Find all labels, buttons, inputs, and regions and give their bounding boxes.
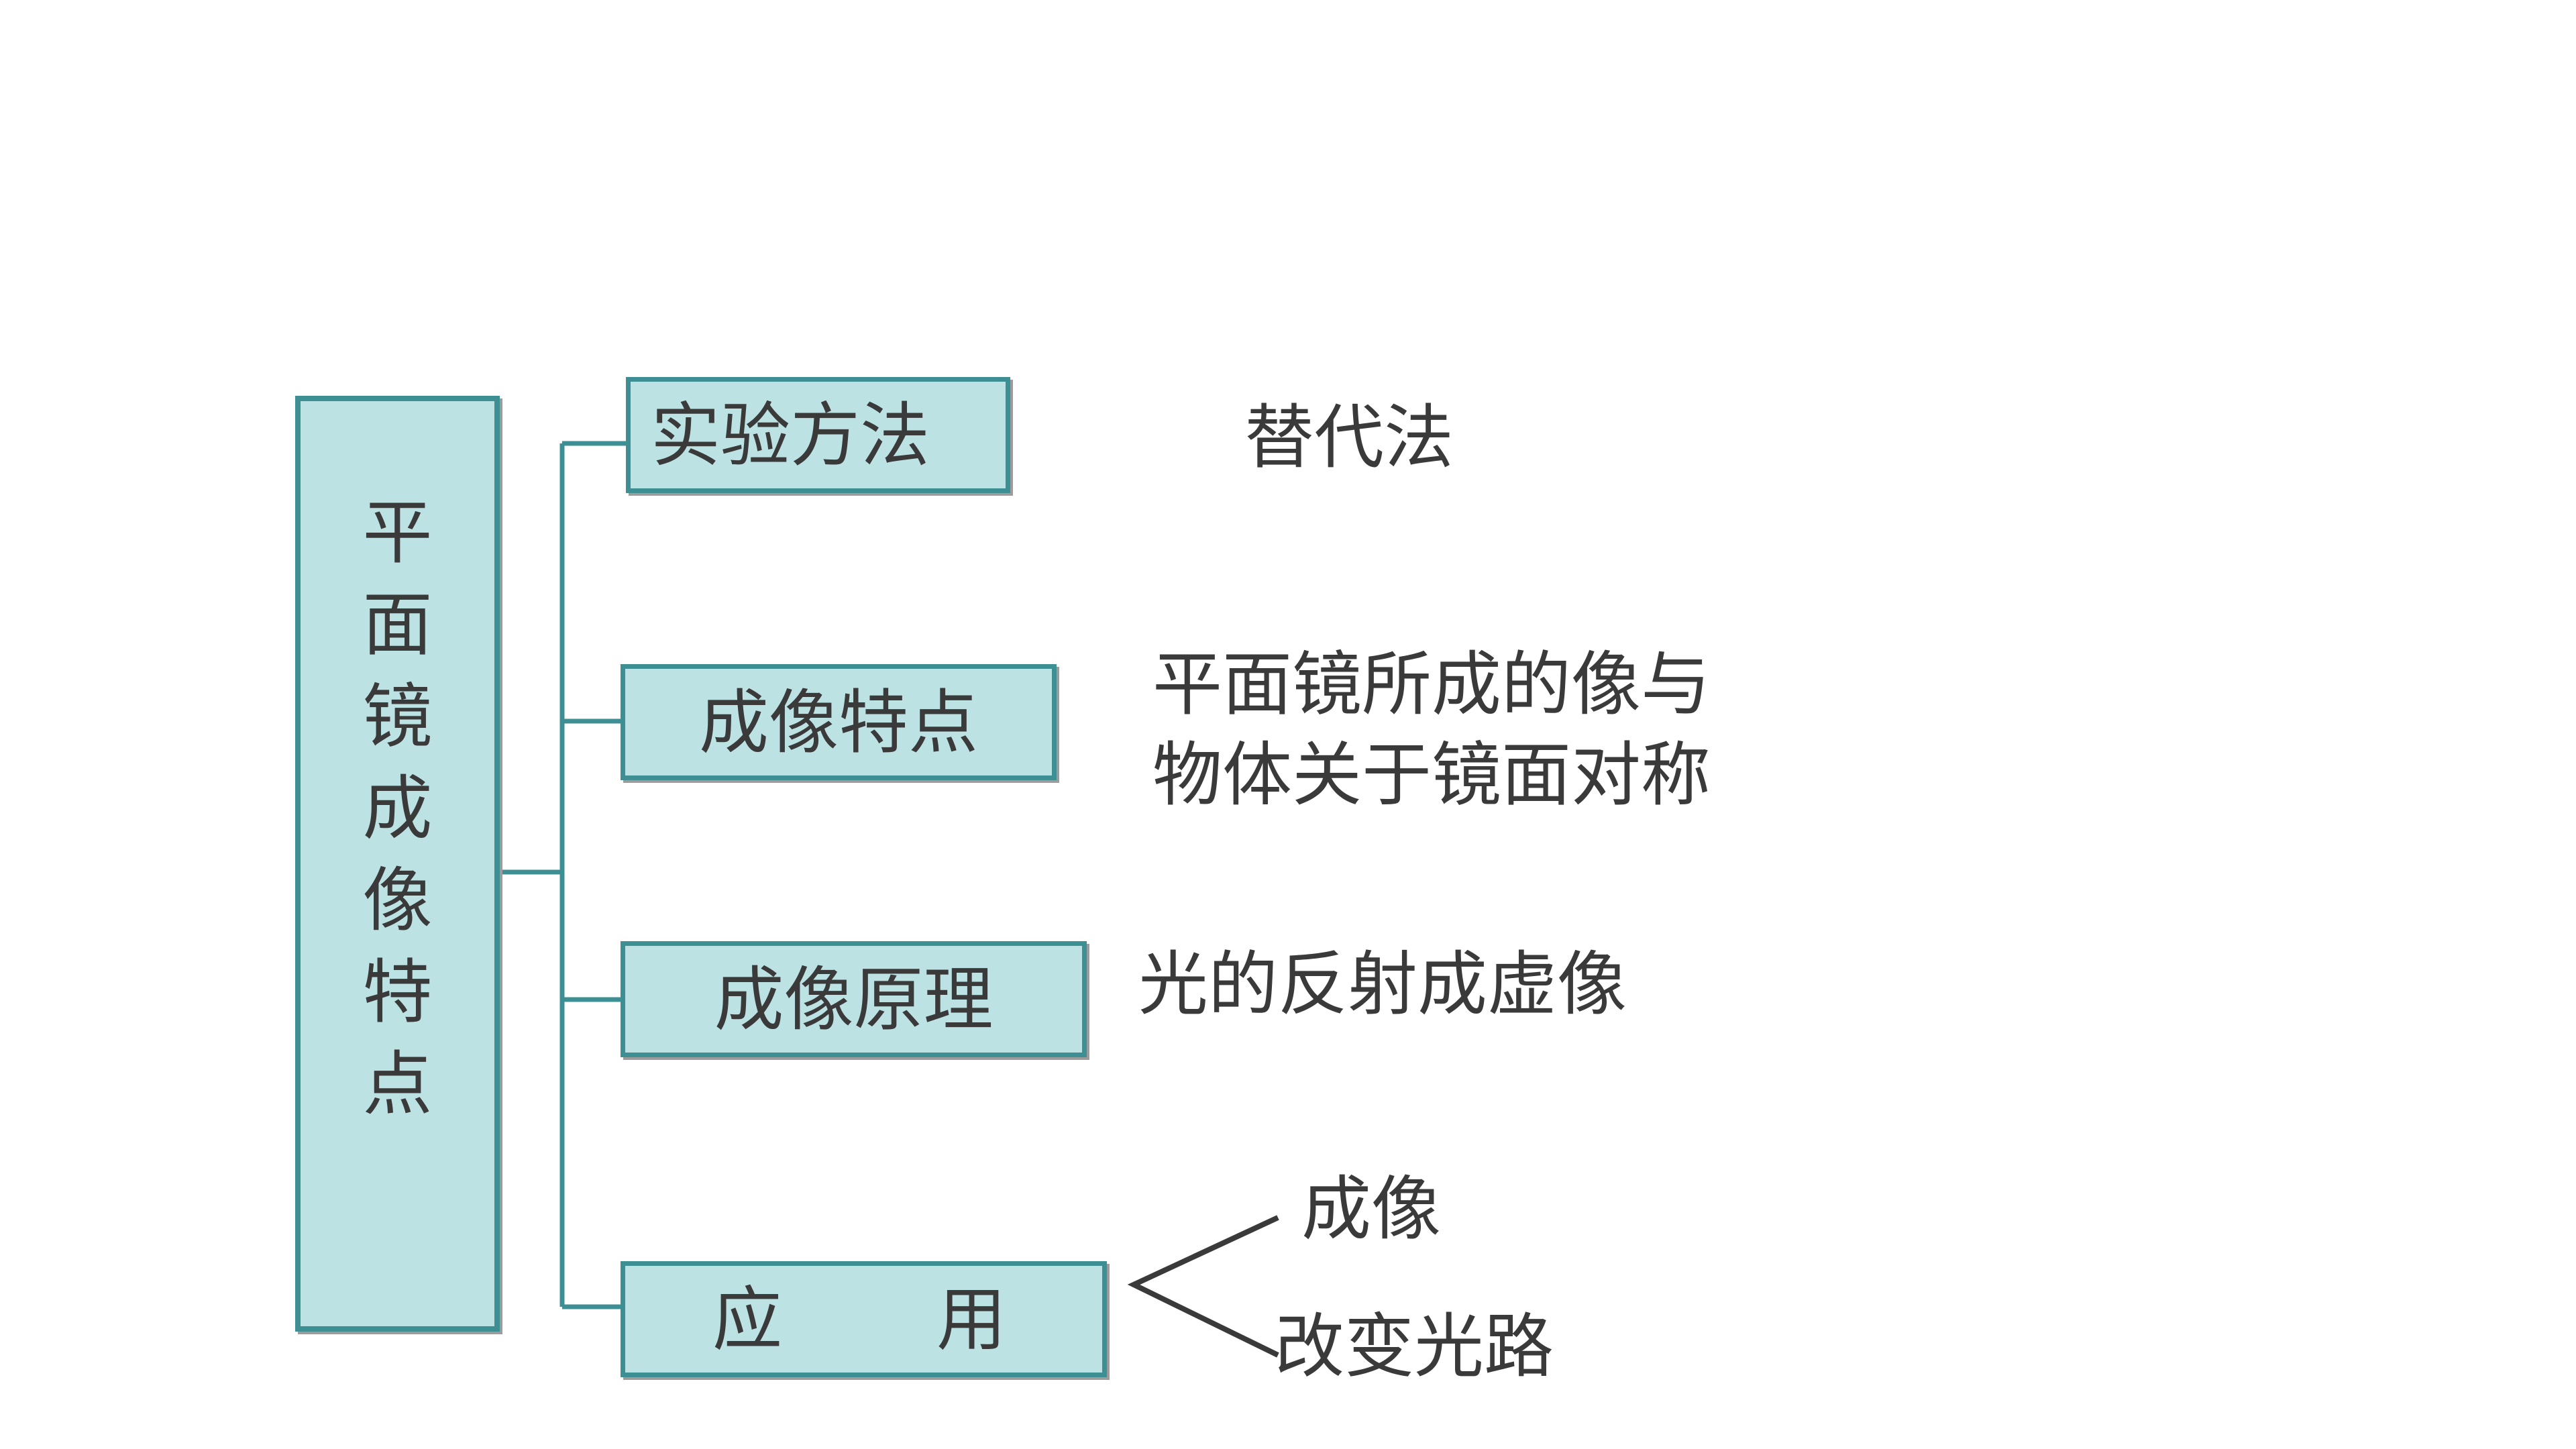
detail-imaging: 成像: [1301, 1168, 1442, 1250]
branch-box-experiment-method: 实验方法: [626, 377, 1010, 493]
branch-label: 实验方法: [651, 394, 930, 476]
detail-line: 平面镜所成的像与: [1152, 643, 1711, 725]
detail-line: 物体关于镜面对称: [1152, 734, 1711, 816]
root-char: 特: [362, 951, 433, 1033]
branch-label-part: 用: [936, 1278, 1007, 1360]
branch-box-application: 应 用: [621, 1261, 1107, 1377]
detail-substitution-method: 替代法: [1244, 396, 1454, 478]
root-char: 镜: [362, 676, 433, 757]
root-box: 平 面 镜 成 像 特 点: [295, 396, 500, 1332]
root-char: 平: [362, 492, 433, 574]
branch-label: 成像特点: [698, 681, 978, 763]
branch-box-image-characteristics: 成像特点: [621, 664, 1057, 780]
branch-label: 成像原理: [714, 958, 994, 1040]
branch-box-imaging-principle: 成像原理: [621, 941, 1087, 1057]
root-char: 面: [362, 584, 433, 665]
root-char: 像: [362, 859, 433, 941]
detail-change-light-path: 改变光路: [1275, 1305, 1554, 1387]
detail-reflection: 光的反射成虚像: [1138, 943, 1627, 1025]
root-char: 成: [362, 767, 433, 849]
application-fork: [1127, 1215, 1279, 1358]
branch-label-part: 应: [712, 1278, 783, 1360]
detail-symmetry: 平面镜所成的像与 物体关于镜面对称: [1152, 639, 1711, 820]
root-char: 点: [362, 1043, 433, 1125]
